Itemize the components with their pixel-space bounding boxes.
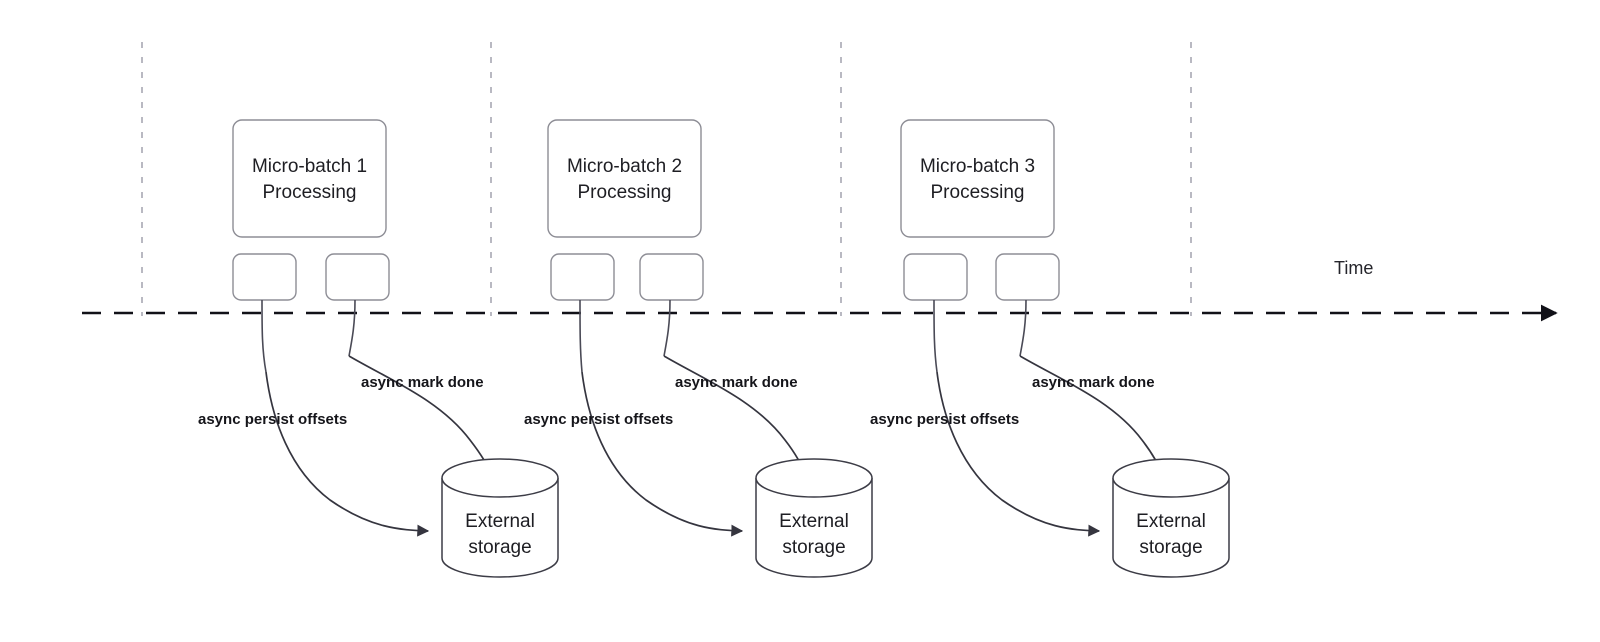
microbatch-label-2-line1: Micro-batch 2 xyxy=(567,156,682,177)
connector-3a xyxy=(933,299,938,373)
connector-2a xyxy=(579,299,583,373)
group-2: Micro-batch 2 Processing External storag… xyxy=(524,119,873,578)
task-box-3b[interactable] xyxy=(995,253,1060,301)
cylinder-top-1 xyxy=(441,458,559,498)
cylinder-body-3 xyxy=(1112,478,1230,578)
connector-1a xyxy=(261,299,267,373)
connector-2b xyxy=(663,299,671,357)
cylinder-body-1 xyxy=(441,478,559,578)
microbatch-box-1[interactable] xyxy=(232,119,387,238)
cylinder-body-2 xyxy=(755,478,873,578)
persist-offsets-label-3: async persist offsets xyxy=(870,411,1019,428)
connector-3b xyxy=(1019,299,1027,357)
microbatch-label-3-line2: Processing xyxy=(931,182,1025,203)
external-storage-1[interactable]: External storage xyxy=(441,458,559,578)
external-storage-2[interactable]: External storage xyxy=(755,458,873,578)
mark-done-label-3: async mark done xyxy=(1032,374,1155,391)
connector-1b xyxy=(348,299,356,357)
group-3: Micro-batch 3 Processing External storag… xyxy=(870,119,1230,578)
storage-label-2-line2: storage xyxy=(782,537,845,558)
microbatch-label-1-line1: Micro-batch 1 xyxy=(252,156,367,177)
task-box-1a[interactable] xyxy=(232,253,297,301)
microbatch-label-3-line1: Micro-batch 3 xyxy=(920,156,1035,177)
external-storage-3[interactable]: External storage xyxy=(1112,458,1230,578)
cylinder-top-2 xyxy=(755,458,873,498)
storage-label-1-line1: External xyxy=(465,511,535,532)
storage-label-1-line2: storage xyxy=(468,537,531,558)
microbatch-label-2-line2: Processing xyxy=(578,182,672,203)
microbatch-box-3[interactable] xyxy=(900,119,1055,238)
task-box-3a[interactable] xyxy=(903,253,968,301)
cylinder-top-3 xyxy=(1112,458,1230,498)
persist-offsets-label-2: async persist offsets xyxy=(524,411,673,428)
persist-offsets-arrow-1 xyxy=(265,371,430,537)
task-box-2b[interactable] xyxy=(639,253,704,301)
microbatch-box-2[interactable] xyxy=(547,119,702,238)
time-axis-label: Time xyxy=(1334,258,1373,278)
microbatch-label-1-line2: Processing xyxy=(263,182,357,203)
persist-offsets-label-1: async persist offsets xyxy=(198,411,347,428)
mark-done-label-1: async mark done xyxy=(361,374,484,391)
storage-label-3-line2: storage xyxy=(1139,537,1202,558)
persist-offsets-arrow-2 xyxy=(581,371,744,537)
task-box-2a[interactable] xyxy=(550,253,615,301)
persist-offsets-arrow-3 xyxy=(936,371,1101,537)
mark-done-label-2: async mark done xyxy=(675,374,798,391)
task-box-1b[interactable] xyxy=(325,253,390,301)
group-1: Micro-batch 1 Processing External storag… xyxy=(198,119,559,578)
storage-label-2-line1: External xyxy=(779,511,849,532)
storage-label-3-line1: External xyxy=(1136,511,1206,532)
